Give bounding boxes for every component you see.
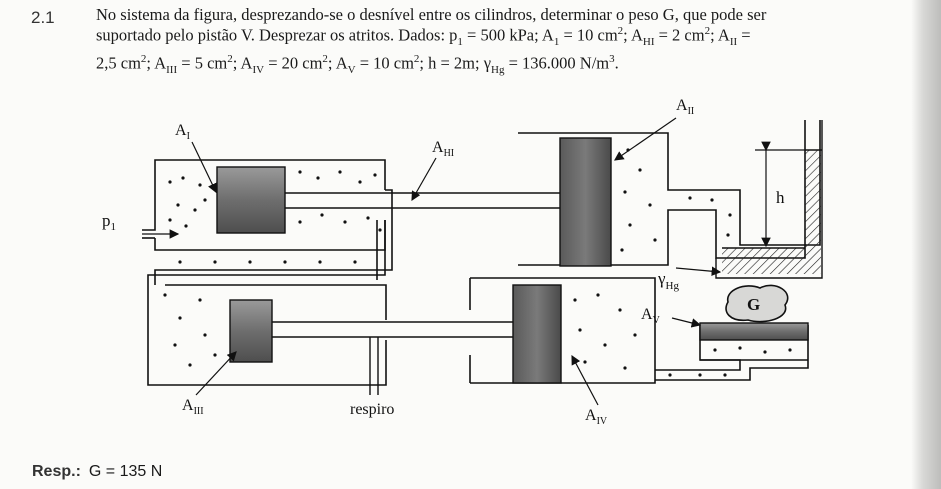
fluid-dots [163,148,792,377]
rod-III [272,321,515,395]
piston-V [699,322,809,341]
mercury-column [805,150,821,248]
cylinder-III [147,250,387,386]
problem-statement: No sistema da figura, desprezando-se o d… [96,6,932,79]
weight-G [725,284,789,323]
piston-III [229,299,273,363]
problem-number: 2.1 [31,8,55,27]
statement-line-3: 2,5 cm2; AIII = 5 cm2; AIV = 20 cm2; AV … [96,52,619,76]
statement-line-1: No sistema da figura, desprezando-se o d… [96,5,767,24]
piston-I [216,166,286,234]
answer: Resp.: G = 135 N [32,463,162,481]
cylinder-IV [469,277,656,384]
label-p1: p1 [102,211,116,233]
page-edge-shadow [911,0,941,489]
label-arrows [142,117,722,406]
label-AV: AV [641,306,661,326]
label-gamma-Hg: γHg [657,269,679,292]
piston-II [559,137,612,267]
label-AI: AI [175,122,190,142]
h-dimension [755,141,805,248]
label-AHI: AHI [432,139,454,159]
answer-value: G = 135 N [88,463,163,480]
label-AIV: AIV [585,407,608,427]
label-G: G [747,295,760,314]
label-AII: AII [676,97,694,117]
rod-HI [285,192,560,209]
label-respiro: respiro [350,401,394,418]
statement-line-2: suportado pelo pistão V. Desprezar os at… [96,25,751,48]
piston-IV [512,284,562,384]
answer-label: Resp.: [32,463,81,480]
cylinder-V [655,325,809,381]
label-h: h [776,188,785,207]
label-AIII: AIII [182,397,204,417]
mercury-bottom [722,248,821,274]
